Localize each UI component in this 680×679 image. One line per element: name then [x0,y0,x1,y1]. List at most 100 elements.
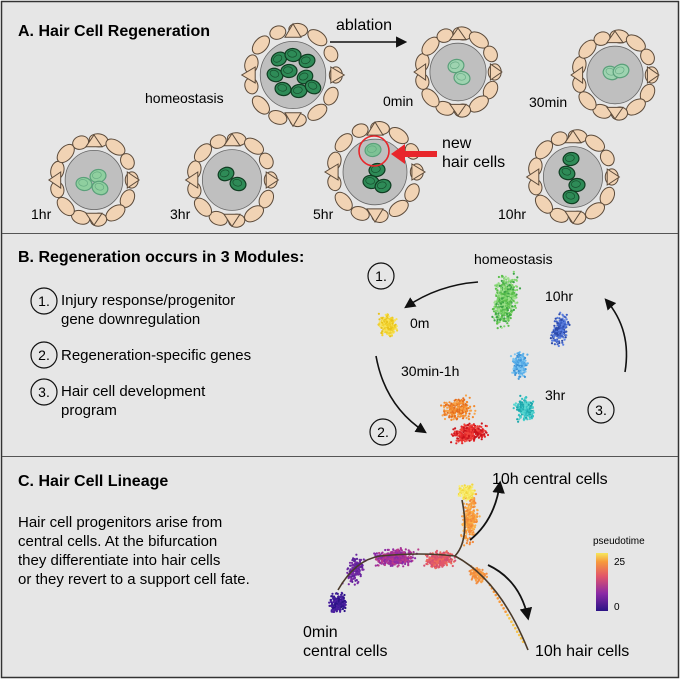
lineage-point [334,592,338,595]
lineage-point [465,491,468,494]
umap-point [453,399,456,402]
umap-point [497,295,500,298]
lineage-point [428,558,431,561]
lineage-point [374,552,377,555]
umap-point [505,285,508,289]
lineage-point [358,570,361,573]
support-spike [324,163,339,181]
lineage-point [394,559,397,562]
umap-point [555,320,558,323]
umap-point [518,364,521,367]
umap-point [506,322,509,325]
umap-point [467,428,471,431]
lineage-point [475,572,478,576]
umap-point [524,370,527,373]
lineage-plot [328,483,525,643]
umap-point [513,278,516,281]
umap-point [553,320,556,323]
umap-point [477,433,480,436]
lineage-point [381,551,384,554]
umap-point [507,294,510,297]
lineage-point [498,600,502,603]
umap-point [459,410,463,413]
umap-point [521,356,524,359]
lineage-point [402,565,405,568]
lineage-point [337,595,340,598]
lineage-point [378,551,381,555]
umap-point [468,422,471,425]
lineage-point [465,516,468,519]
umap-point [509,294,512,297]
lineage-point [387,561,390,565]
umap-point [518,400,521,403]
lineage-point [384,548,387,552]
lineage-point [468,527,472,530]
umap-point [528,417,532,421]
support-spike [570,66,584,84]
support-cell [323,86,339,106]
umap-point [517,370,520,373]
lineage-point [347,577,350,580]
support-cell [585,202,606,220]
support-spike [47,171,62,189]
lineage-point [479,580,482,583]
umap-point [500,288,503,291]
umap-point [467,415,470,418]
umap-point [468,432,471,435]
lineage-point [337,607,340,611]
umap-point [501,294,504,297]
legend-title: pseudotime [593,536,645,547]
lineage-point [466,529,469,532]
lineage-point [445,550,448,553]
module-1-line1: Injury response/progenitor [61,292,235,309]
umap-point [496,327,499,330]
umap-point [494,309,498,312]
umap-point [377,312,380,315]
umap-point [450,441,453,444]
umap-point [503,278,506,281]
umap-point [512,361,516,364]
module-2: 2. Regeneration-specific genes [30,341,251,369]
lineage-point [466,539,469,542]
lineage-point [349,564,352,567]
panel-b-bg [2,234,678,456]
umap-point [503,318,506,322]
support-cell [307,29,328,47]
umap-point [520,416,523,419]
umap-point [516,276,519,279]
lineage-point [335,606,338,610]
umap-point [505,278,508,281]
lineage-point [394,556,397,560]
umap-point [504,275,507,278]
umap-point [523,369,526,372]
lineage-point [476,512,479,515]
umap-point [495,305,498,308]
lineage-point [331,592,334,595]
umap-point [530,406,533,409]
umap-point [519,406,522,409]
umap-label-30min-1h: 30min-1h [401,363,459,379]
lineage-point [475,520,478,524]
umap-point [446,406,449,409]
umap-point [478,425,481,428]
umap-point [381,317,384,320]
lineage-point [386,559,389,562]
umap-point [501,293,504,296]
lineage-point [472,490,475,493]
lineage-point [434,567,437,570]
lineage-point [447,560,450,563]
neuromast-30min [570,29,660,121]
umap-point [461,429,464,432]
panel-c-desc-3: they differentiate into hair cells [18,552,220,569]
umap-point [551,339,555,342]
umap-point [464,429,467,432]
module-1-line2: gene downregulation [61,311,200,328]
lineage-point [351,563,354,566]
panel-c-title: C. Hair Cell Lineage [18,473,168,490]
umap-point [508,279,511,282]
lineage-point [391,559,394,562]
umap-point [561,329,565,332]
hair-cell [562,151,580,167]
umap-point [455,409,459,412]
umap-point [507,303,510,306]
